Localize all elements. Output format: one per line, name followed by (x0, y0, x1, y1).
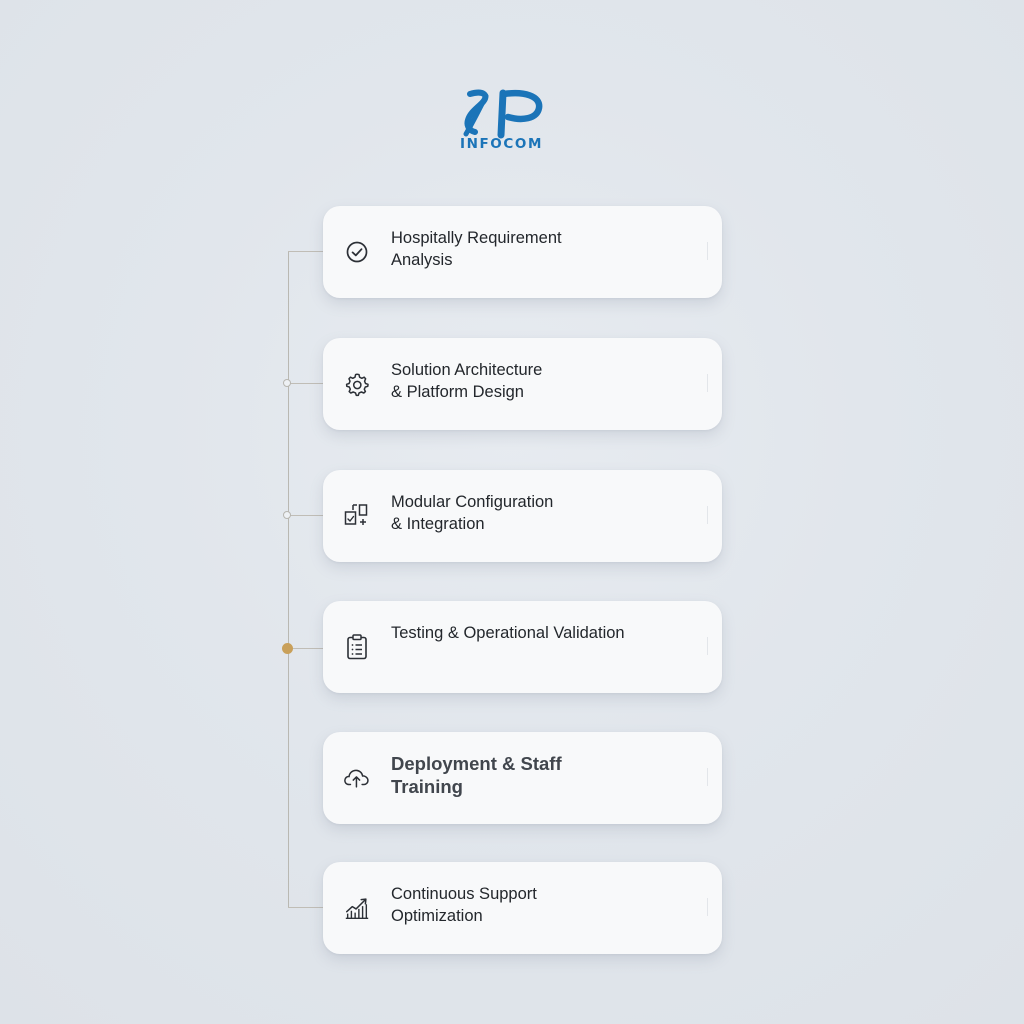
card-divider (707, 374, 708, 392)
gear-icon (343, 370, 371, 398)
sp-monogram-icon (463, 89, 543, 139)
step-card-solution-architecture[interactable]: Solution Architecture & Platform Design (323, 338, 722, 430)
step-label: Testing & Operational Validation (391, 624, 625, 642)
brand-name: INFOCOM (459, 136, 544, 152)
timeline-node-active (282, 643, 293, 654)
step-card-deployment-training[interactable]: Deployment & Staff Training (323, 732, 722, 824)
check-circle-icon (343, 238, 371, 266)
step-card-testing-validation[interactable]: Testing & Operational Validation (323, 601, 722, 693)
timeline-connector (288, 251, 323, 252)
timeline-line (288, 251, 289, 908)
step-label: Solution Architecture & Platform Design (391, 361, 543, 401)
card-divider (707, 637, 708, 655)
cloud-upload-icon (343, 764, 371, 792)
infocom-logo: INFOCOM (446, 88, 554, 156)
timeline-connector (288, 648, 323, 649)
step-label: Continuous Support Optimization (391, 885, 537, 925)
card-divider (707, 242, 708, 260)
growth-chart-icon (343, 894, 371, 922)
timeline-connector (288, 515, 323, 516)
card-divider (707, 898, 708, 916)
modules-icon (343, 502, 371, 530)
step-card-requirement-analysis[interactable]: Hospitally Requirement Analysis (323, 206, 722, 298)
card-divider (707, 506, 708, 524)
card-divider (707, 768, 708, 786)
timeline-connector (288, 383, 323, 384)
step-label: Deployment & Staff Training (391, 753, 562, 797)
timeline-node (283, 379, 291, 387)
step-label: Hospitally Requirement Analysis (391, 229, 562, 269)
clipboard-checklist-icon (343, 633, 371, 661)
step-card-continuous-support[interactable]: Continuous Support Optimization (323, 862, 722, 954)
step-card-modular-configuration[interactable]: Modular Configuration & Integration (323, 470, 722, 562)
step-label: Modular Configuration & Integration (391, 493, 554, 533)
timeline-node (283, 511, 291, 519)
timeline-connector (288, 907, 323, 908)
